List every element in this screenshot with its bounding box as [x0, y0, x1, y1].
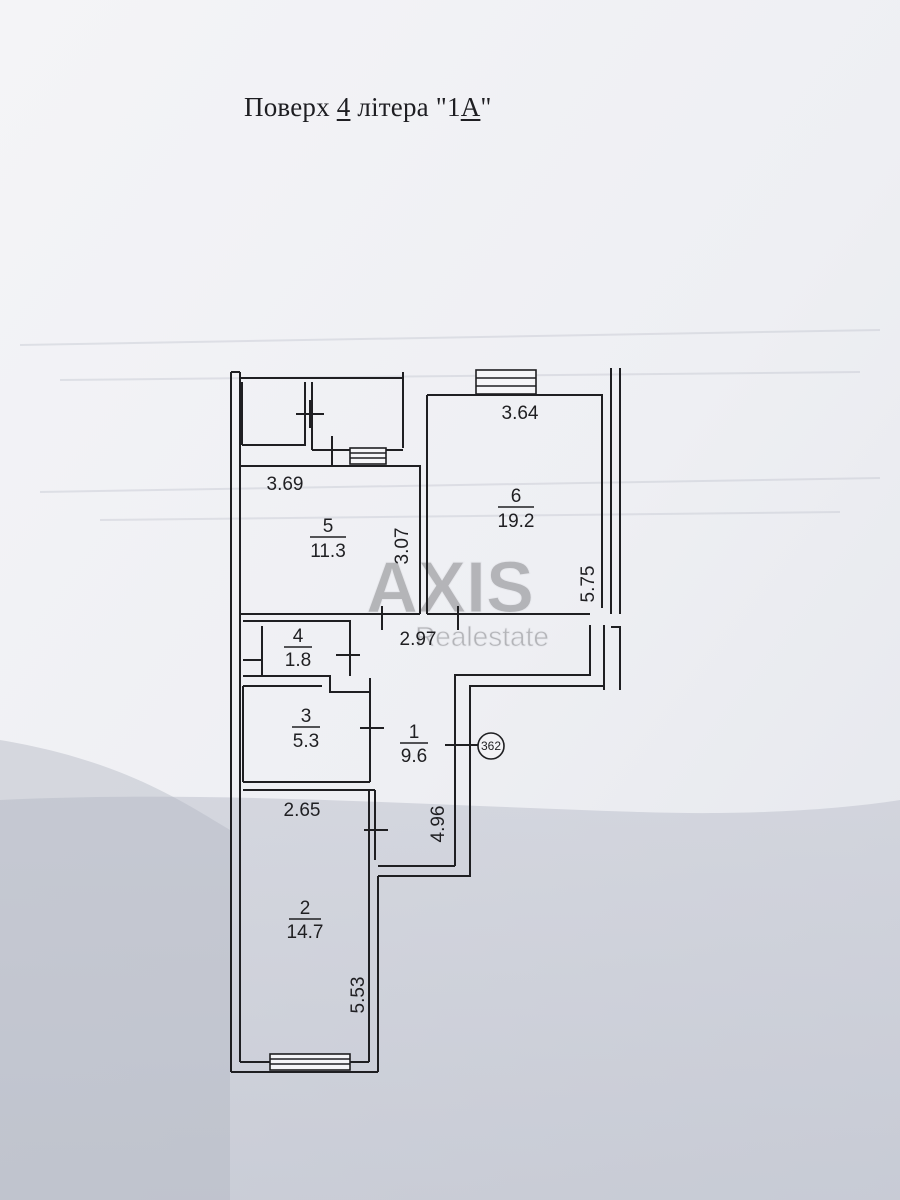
- title-floor-number: 4: [336, 92, 351, 122]
- floor-plan-title: Поверх 4 літера "1А": [244, 92, 492, 123]
- room-area: 1.8: [285, 650, 311, 671]
- room-4: 4 1.8: [284, 626, 312, 671]
- room-area: 11.3: [310, 541, 346, 562]
- room-2: 2 14.7: [287, 898, 324, 943]
- title-letter: А: [460, 92, 481, 122]
- window-room2: [269, 1053, 351, 1071]
- room-1: 1 9.6: [400, 722, 428, 767]
- title-suffix: ": [480, 92, 492, 122]
- dimension-label: 4.96: [428, 806, 449, 843]
- windows: [269, 369, 537, 1071]
- unit-marker: 362: [477, 732, 505, 760]
- dimension-label: 2.97: [400, 629, 437, 650]
- window-room6: [475, 369, 537, 395]
- room-area: 14.7: [287, 922, 324, 943]
- dimension-label: 5.75: [578, 566, 599, 603]
- room-number: 5: [323, 516, 334, 537]
- unit-marker-label: 362: [481, 739, 501, 753]
- dimension-label: 5.53: [348, 977, 369, 1014]
- dimension-labels: 3.64 5.75 3.69 3.07 2.97 2.65 4.96 5.53: [267, 403, 599, 1013]
- dimension-label: 2.65: [284, 800, 321, 821]
- room-labels: 1 9.6 2 14.7 3 5.3 4 1.8 5 11.3 6 19.2: [284, 486, 534, 943]
- room-3: 3 5.3: [292, 706, 320, 752]
- room-area: 9.6: [401, 746, 427, 767]
- room-number: 1: [409, 722, 420, 743]
- room-6: 6 19.2: [498, 486, 535, 532]
- title-middle: літера "1: [357, 92, 461, 122]
- dimension-label: 3.64: [502, 403, 539, 424]
- title-prefix: Поверх: [244, 92, 330, 122]
- room-area: 5.3: [293, 731, 319, 752]
- watermark-subtitle: Realestate: [415, 621, 549, 652]
- dimension-label: 3.69: [267, 474, 304, 495]
- room-number: 4: [293, 626, 304, 647]
- balcony-door: [349, 447, 387, 465]
- door-marks: [296, 400, 478, 831]
- room-5: 5 11.3: [310, 516, 346, 562]
- room-number: 6: [511, 486, 522, 507]
- room-area: 19.2: [498, 511, 535, 532]
- dimension-label: 3.07: [392, 528, 413, 565]
- room-number: 2: [300, 898, 311, 919]
- room-number: 3: [301, 706, 312, 727]
